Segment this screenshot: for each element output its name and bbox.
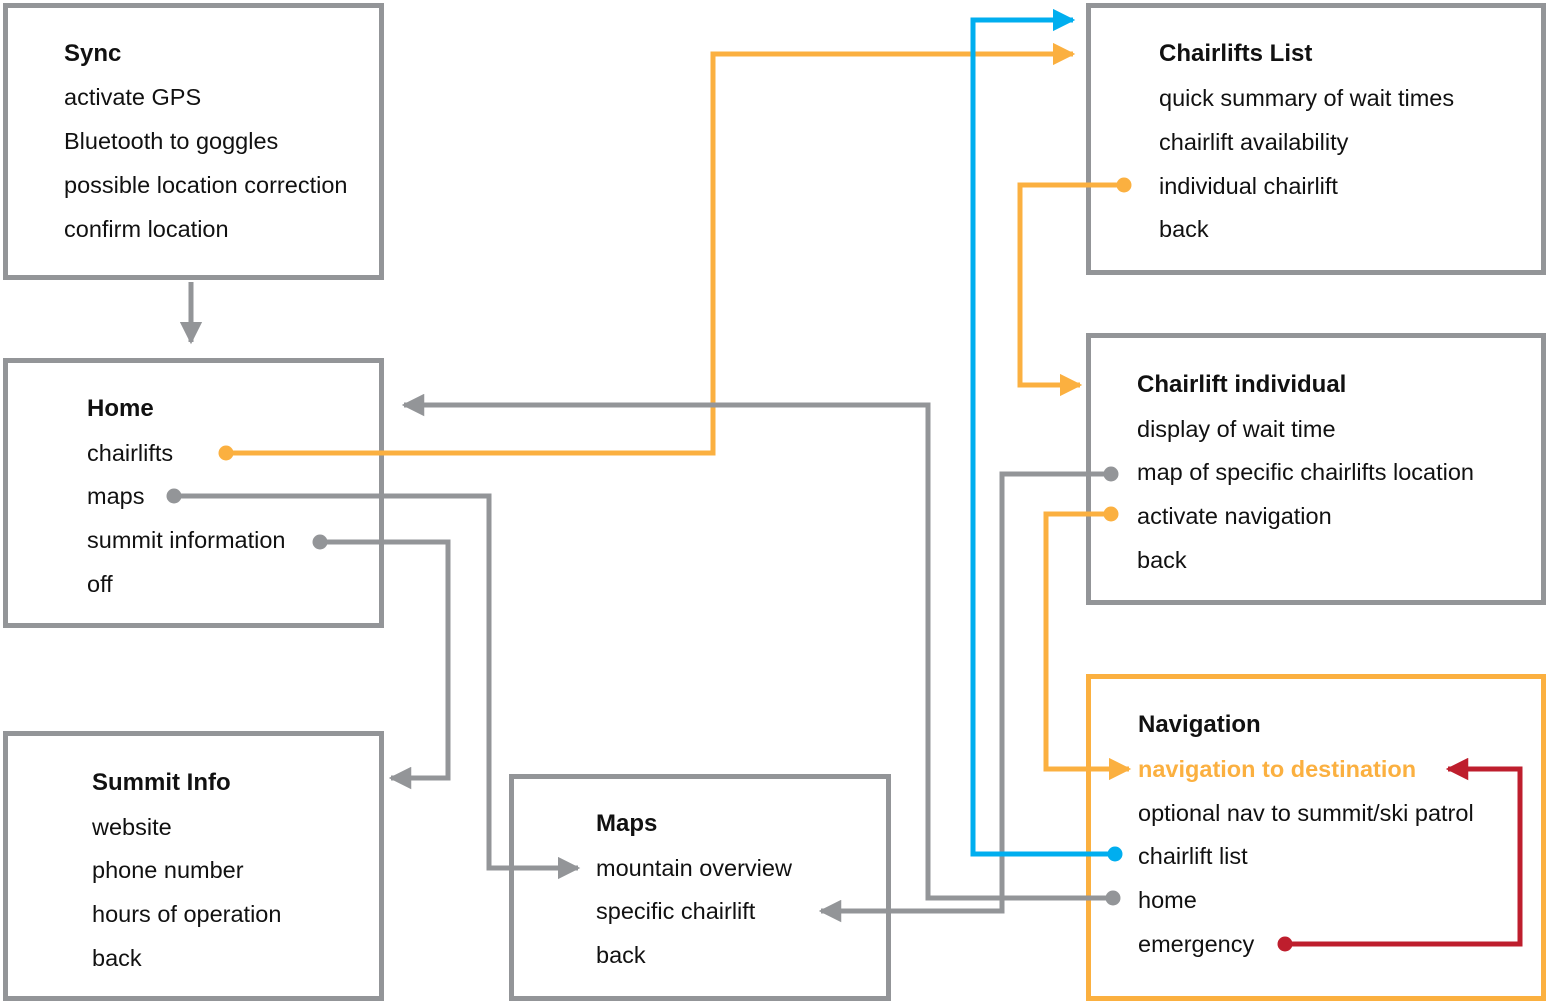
summit-info-title: Summit Info [92, 769, 231, 796]
home-box [3, 358, 384, 628]
navigation-item-optional-nav: optional nav to summit/ski patrol [1138, 800, 1474, 826]
maps-item-specific-chairlift: specific chairlift [596, 898, 756, 924]
chairlift-individual-box [1086, 333, 1546, 605]
home-item-chairlifts: chairlifts [87, 440, 174, 466]
activate-navigation-link [1043, 511, 1132, 781]
navigation-item-chairlift-list: chairlift list [1138, 843, 1248, 869]
home-title: Home [87, 395, 154, 422]
summit-link-dot [312, 534, 328, 550]
navigation-item-home: home [1138, 887, 1197, 913]
chairlift-individual-item-map: map of specific chairlifts location [1137, 459, 1474, 485]
sync-item-bluetooth: Bluetooth to goggles [64, 128, 279, 154]
sync-title: Sync [64, 40, 122, 67]
specific-map-link-dot [1103, 466, 1119, 482]
chairlifts-link-dot [218, 445, 234, 461]
chairlifts-list-item-back: back [1159, 216, 1209, 242]
home-item-summit-information: summit information [87, 527, 286, 553]
maps-item-back: back [596, 942, 646, 968]
navigation-title: Navigation [1138, 711, 1261, 738]
summit-item-phone-number: phone number [92, 857, 244, 883]
sync-item-confirm-location: confirm location [64, 216, 229, 242]
sync-box [3, 3, 384, 280]
chairlifts-link [226, 42, 1076, 456]
chairlifts-list-item-individual: individual chairlift [1159, 173, 1338, 199]
home-link [401, 393, 1113, 901]
navigation-item-destination: navigation to destination [1138, 756, 1417, 782]
home-item-maps: maps [87, 483, 145, 509]
maps-box [509, 774, 891, 1001]
chairlifts-list-box [1086, 3, 1546, 275]
chairlift-individual-item-activate-navigation: activate navigation [1137, 503, 1332, 529]
chairlifts-list-item-availability: chairlift availability [1159, 129, 1349, 155]
maps-title: Maps [596, 810, 658, 837]
emergency-link [1285, 757, 1523, 947]
chairlift-individual-title: Chairlift individual [1137, 371, 1347, 398]
summit-info-box [3, 731, 384, 1001]
chairlift-individual-item-back: back [1137, 547, 1187, 573]
maps-link-dot [166, 488, 182, 504]
home-link-dot [1105, 890, 1121, 906]
maps-item-mountain-overview: mountain overview [596, 855, 792, 881]
chairlift-individual-item-wait-time: display of wait time [1137, 416, 1336, 442]
navigation-item-emergency: emergency [1138, 931, 1255, 957]
summit-item-back: back [92, 945, 142, 971]
sync-item-activate-gps: activate GPS [64, 84, 202, 110]
summit-item-hours: hours of operation [92, 901, 282, 927]
chairlift-list-link [970, 8, 1115, 857]
specific-map-link [818, 471, 1111, 923]
sync-item-location-correction: possible location correction [64, 172, 348, 198]
activate-navigation-link-dot [1103, 506, 1119, 522]
individual-chairlift-link-dot [1116, 177, 1132, 193]
home-item-off: off [87, 571, 113, 597]
chairlift-list-link-dot [1107, 846, 1123, 862]
emergency-link-dot [1277, 936, 1293, 952]
chairlifts-list-item-summary: quick summary of wait times [1159, 85, 1455, 111]
individual-chairlift-link [1017, 182, 1124, 397]
summit-item-website: website [92, 814, 172, 840]
summit-link [320, 539, 451, 790]
maps-link [174, 493, 581, 880]
chairlifts-list-title: Chairlifts List [1159, 40, 1313, 67]
